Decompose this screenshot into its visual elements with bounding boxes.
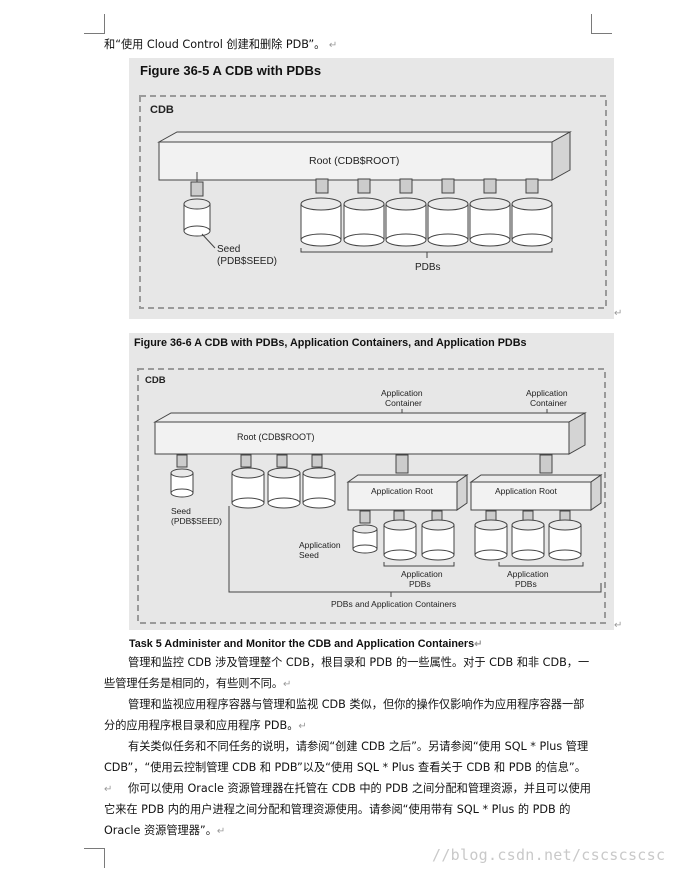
app-container-label: Container (530, 398, 567, 408)
seed-label: Seed (217, 244, 240, 255)
app-pdb-database-icon (474, 510, 508, 561)
task-heading-text: Task 5 Administer and Monitor the CDB an… (129, 638, 475, 650)
body-paragraph: 有关类似任务和不同任务的说明，请参阅“创建 CDB 之后”。另请参阅“使用 SQ… (104, 736, 592, 800)
paragraph-mark-icon: ↵ (104, 784, 113, 795)
seed-label: Seed (171, 506, 191, 516)
cdb-label: CDB (150, 104, 174, 116)
paragraph-mark-icon: ↵ (283, 679, 292, 690)
paragraph-text: 管理和监视应用程序容器与管理和监视 CDB 类似，但你的操作仅影响作为应用程序容… (104, 698, 585, 732)
app-pdbs-label: Application (401, 569, 443, 579)
crop-mark (84, 33, 104, 34)
body-paragraph: 管理和监控 CDB 涉及管理整个 CDB，根目录和 PDB 的一些属性。对于 C… (104, 652, 592, 695)
figure-title: Figure 36-5 A CDB with PDBs (140, 63, 322, 78)
app-pdbs-label: PDBs (409, 579, 431, 589)
app-pdb-database-icon (548, 510, 582, 561)
app-root-label: Application Root (371, 486, 434, 496)
crop-mark (104, 14, 105, 34)
seed-name-label: (PDB$SEED) (217, 256, 277, 267)
app-seed-database-icon (352, 510, 378, 554)
pdb-database-icon (300, 178, 342, 247)
application-root-box (469, 454, 603, 511)
app-seed-label: Seed (299, 550, 319, 560)
paragraph-text: 你可以使用 Oracle 资源管理器在托管在 CDB 中的 PDB 之间分配和管… (104, 782, 591, 837)
paragraph-mark-icon: ↵ (328, 40, 338, 51)
watermark: //blog.csdn.net/cscscscsc (432, 846, 666, 864)
app-pdb-database-icon (383, 510, 417, 561)
crop-mark (592, 33, 612, 34)
task-heading: Task 5 Administer and Monitor the CDB an… (129, 638, 483, 650)
app-container-label: Application (526, 388, 568, 398)
paragraph-text: 管理和监控 CDB 涉及管理整个 CDB，根目录和 PDB 的一些属性。对于 C… (104, 656, 590, 690)
intro-text: 和“使用 Cloud Control 创建和删除 PDB”。 (104, 38, 326, 51)
seed-database-icon (183, 172, 211, 237)
seed-name-label: (PDB$SEED) (171, 516, 222, 526)
body-paragraph: 管理和监视应用程序容器与管理和监视 CDB 类似，但你的操作仅影响作为应用程序容… (104, 694, 592, 737)
root-label: Root (CDB$ROOT) (237, 432, 315, 442)
paragraph-mark-icon: ↵ (614, 308, 623, 319)
paragraph-mark-icon: ↵ (216, 826, 226, 837)
pdb-database-icon (343, 178, 385, 247)
crop-mark (104, 848, 105, 868)
app-container-label: Container (385, 398, 422, 408)
pdb-database-icon (469, 178, 511, 247)
paragraph-text: 有关类似任务和不同任务的说明，请参阅“创建 CDB 之后”。另请参阅“使用 SQ… (104, 740, 589, 774)
app-root-label: Application Root (495, 486, 558, 496)
application-root-box (346, 454, 469, 511)
pdb-database-icon (231, 454, 265, 509)
body-paragraph: 你可以使用 Oracle 资源管理器在托管在 CDB 中的 PDB 之间分配和管… (104, 778, 592, 842)
intro-line: 和“使用 Cloud Control 创建和删除 PDB”。 ↵ (104, 34, 592, 56)
app-seed-label: Application (299, 540, 341, 550)
pdbs-label: PDBs (415, 262, 441, 273)
seed-database-icon (170, 454, 194, 498)
figure-title: Figure 36-6 A CDB with PDBs, Application… (134, 337, 527, 349)
root-label: Root (CDB$ROOT) (309, 155, 399, 167)
app-pdbs-label: Application (507, 569, 549, 579)
pdb-database-icon (302, 454, 336, 509)
paragraph-mark-icon: ↵ (614, 620, 623, 631)
pdb-database-icon (385, 178, 427, 247)
paragraph-mark-icon: ↵ (298, 721, 307, 732)
app-pdb-database-icon (421, 510, 455, 561)
app-pdbs-label: PDBs (515, 579, 537, 589)
crop-mark (591, 14, 592, 34)
pdb-database-icon (511, 178, 553, 247)
app-pdb-database-icon (511, 510, 545, 561)
figure-36-6: Figure 36-6 A CDB with PDBs, Application… (129, 333, 614, 630)
paragraph-mark-icon: ↵ (474, 639, 483, 650)
pdb-database-icon (427, 178, 469, 247)
pdbs-and-app-containers-label: PDBs and Application Containers (331, 599, 456, 609)
cdb-label: CDB (145, 375, 166, 386)
app-container-label: Application (381, 388, 423, 398)
pdb-database-icon (267, 454, 301, 509)
figure-36-5: Figure 36-5 A CDB with PDBs CDB Root (CD… (129, 58, 614, 319)
crop-mark (84, 848, 104, 849)
